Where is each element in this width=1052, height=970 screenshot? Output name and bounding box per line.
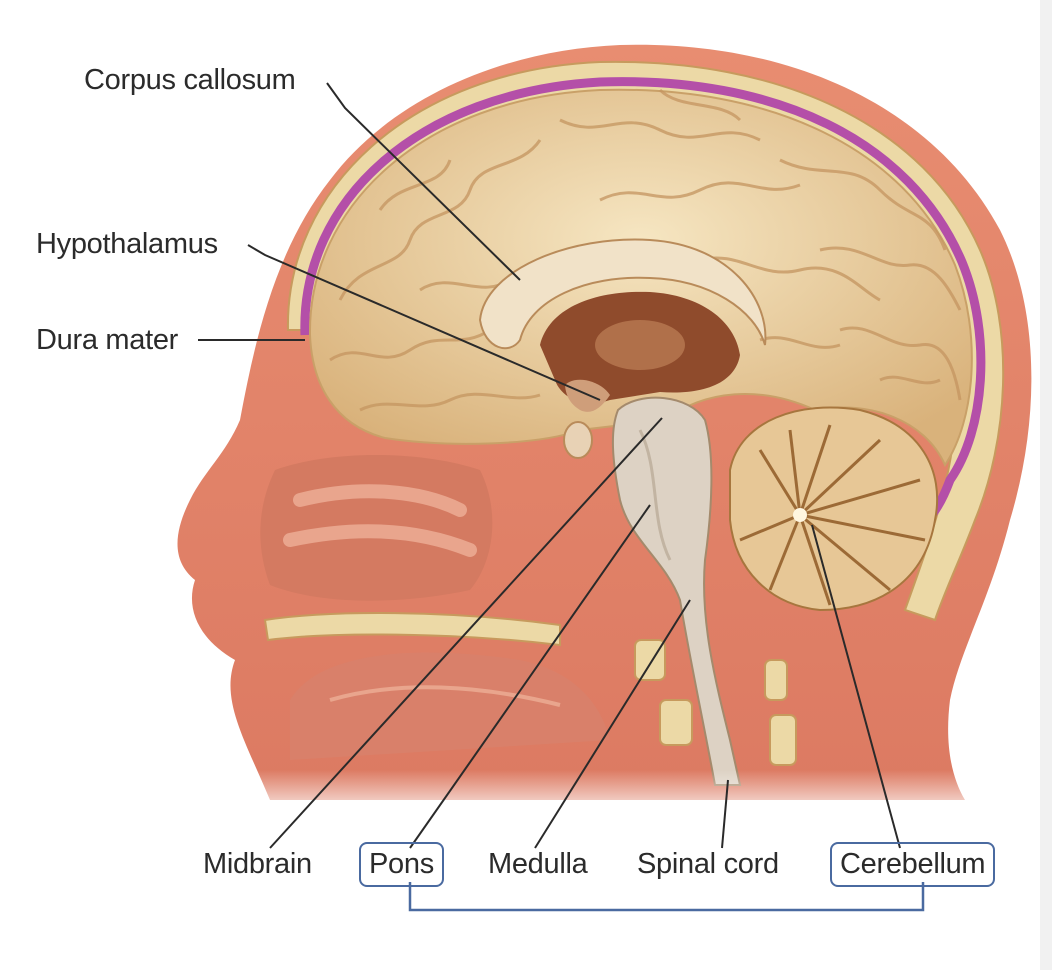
leader-medulla	[534, 599, 691, 849]
hypothalamus-region	[565, 379, 610, 412]
label-spinal-cord: Spinal cord	[637, 848, 779, 880]
dura-layer	[300, 77, 986, 531]
leader-midbrain	[269, 417, 663, 849]
corpus-callosum	[478, 238, 767, 350]
thalamus	[595, 320, 685, 370]
page-edge	[1040, 0, 1052, 970]
cerebellum-shape	[729, 406, 939, 612]
label-pons: Pons	[359, 842, 444, 887]
pituitary	[563, 421, 593, 459]
nasal-turbinates	[283, 484, 477, 557]
hindbrain-bracket	[408, 882, 925, 912]
leader-spinal-cord	[721, 779, 729, 849]
label-corpus-callosum: Corpus callosum	[84, 64, 296, 96]
vertebrae	[634, 639, 797, 766]
label-dura-mater: Dura mater	[36, 324, 179, 356]
leader-cerebellum	[811, 524, 901, 849]
label-hypothalamus: Hypothalamus	[36, 228, 218, 260]
leader-pons	[409, 504, 651, 849]
brainstem-texture	[638, 429, 672, 561]
brainstem	[611, 396, 742, 786]
label-medulla: Medulla	[488, 848, 588, 880]
tongue	[290, 652, 610, 760]
tongue-texture	[329, 685, 561, 707]
leader-lines	[198, 82, 901, 849]
label-cerebellum: Cerebellum	[830, 842, 996, 887]
leader-hypothalamus	[247, 244, 601, 401]
leader-corpus-callosum	[326, 82, 521, 281]
label-midbrain: Midbrain	[203, 848, 312, 880]
palate	[263, 612, 561, 647]
